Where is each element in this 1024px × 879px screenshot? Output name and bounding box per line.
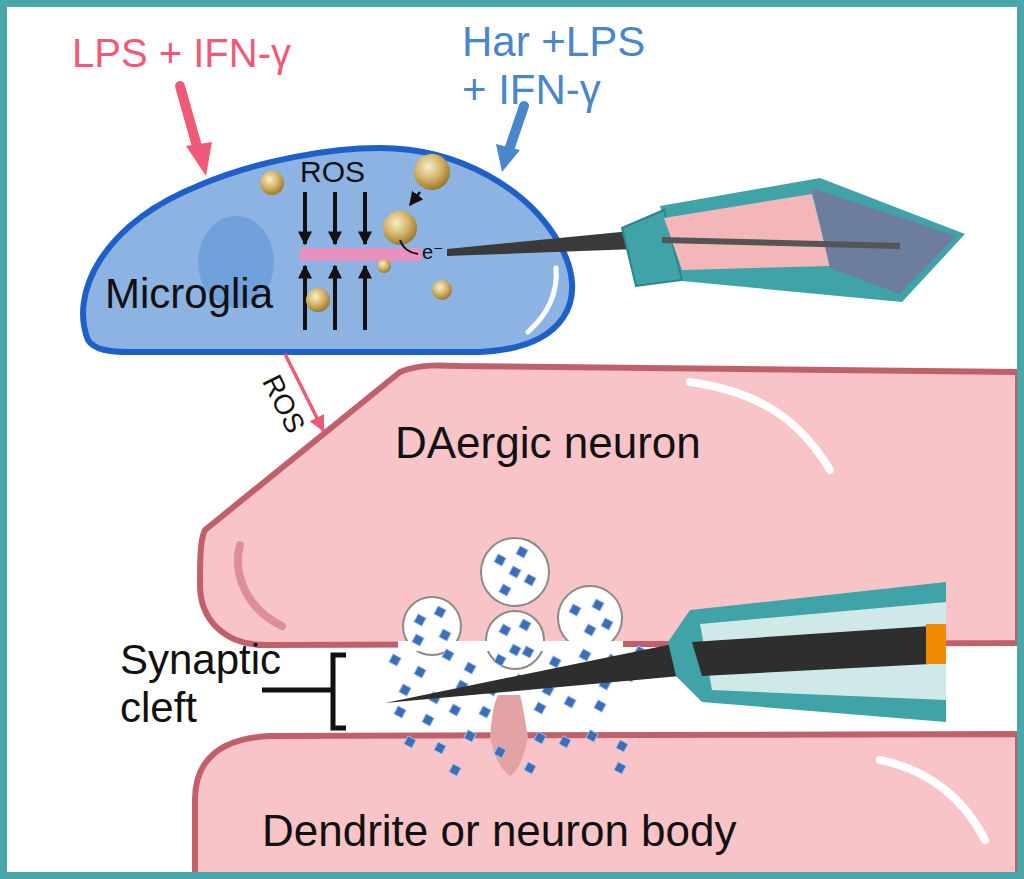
stimulus-arrow: [180, 86, 212, 176]
cell-name: Dendrite or neuron body: [262, 806, 737, 857]
frame: [4, 4, 1021, 876]
edge-label: ROS: [255, 369, 311, 438]
cell-name: DAergic neuron: [395, 418, 701, 469]
stimulus-arrow: [496, 106, 524, 172]
stimulus-label: LPS + IFN-γ: [72, 30, 291, 76]
synaptic-vesicles: [398, 538, 623, 669]
neuron-outline: [185, 360, 1018, 660]
microelectrode: [447, 178, 965, 302]
dopaminergic-neuron: DAergic neuron: [185, 360, 1018, 660]
microelectrode: [385, 582, 946, 722]
microglia-interior: [260, 154, 452, 330]
stimulus-label: Har +LPS + IFN-γ: [462, 18, 667, 115]
electron-label: e⁻: [422, 241, 444, 264]
region-label: Synaptic cleft: [120, 636, 281, 733]
dendrite: Dendrite or neuron body: [185, 690, 1018, 879]
cell-name: Microglia: [105, 270, 273, 318]
ros-label: ROS: [300, 155, 365, 190]
microglia-cell: ROS e⁻ Microglia: [80, 140, 580, 360]
